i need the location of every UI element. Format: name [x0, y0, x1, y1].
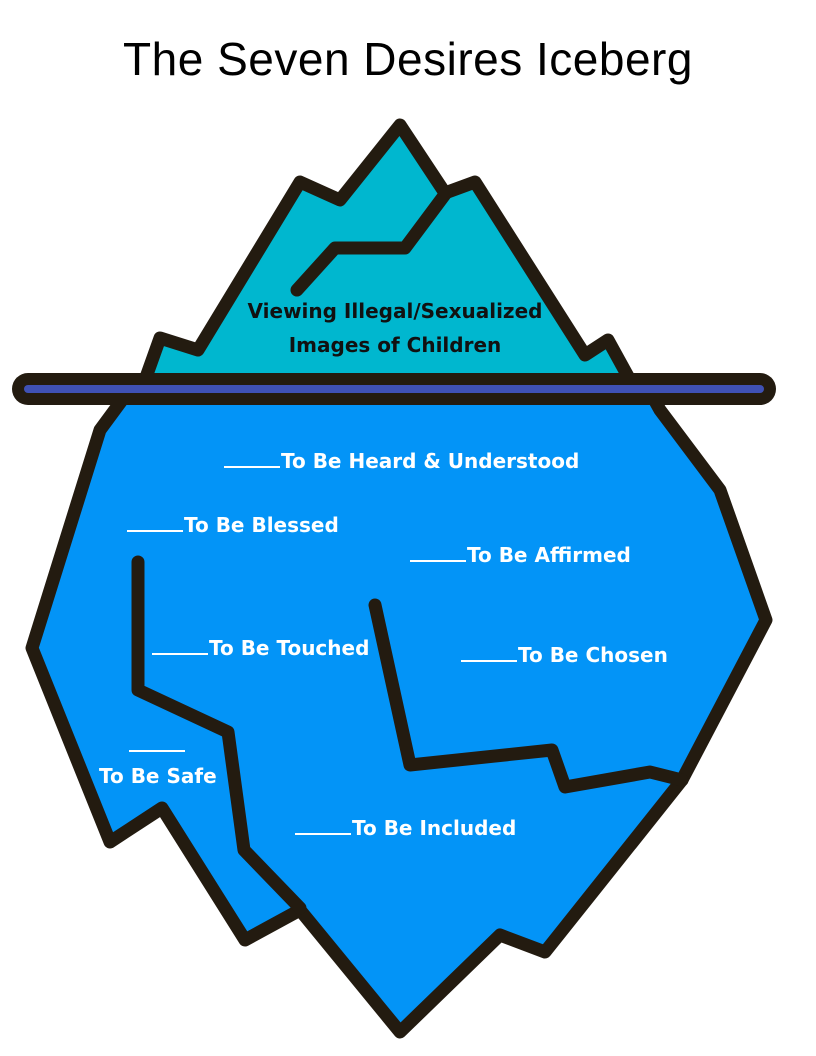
fill-in-blank[interactable] — [224, 447, 280, 468]
desire-safe: To Be Safe — [99, 764, 217, 788]
fill-in-blank[interactable] — [127, 511, 183, 532]
fill-in-blank[interactable] — [295, 814, 351, 835]
page-title: The Seven Desires Iceberg — [123, 33, 693, 85]
desire-blessed: To Be Blessed — [127, 508, 339, 542]
tip-label-line-1: Viewing Illegal/Sexualized — [247, 299, 543, 323]
desire-safe-blank-row — [129, 728, 185, 754]
desire-included: To Be Included — [295, 811, 516, 845]
desire-label: To Be Blessed — [184, 513, 339, 537]
desire-label: To Be Included — [352, 816, 517, 840]
right-crack — [368, 598, 689, 794]
fill-in-blank[interactable] — [410, 541, 466, 562]
desire-heard-understood: To Be Heard & Understood — [224, 444, 579, 478]
tip-crack — [290, 186, 453, 297]
tip-label: Viewing Illegal/Sexualized Images of Chi… — [220, 294, 570, 362]
fill-in-blank[interactable] — [129, 731, 185, 752]
desire-label: To Be Chosen — [518, 643, 668, 667]
left-crack — [131, 555, 307, 915]
desire-label: To Be Touched — [209, 636, 370, 660]
fill-in-blank[interactable] — [461, 641, 517, 662]
tip-label-line-2: Images of Children — [288, 333, 502, 357]
desire-chosen: To Be Chosen — [461, 638, 668, 672]
desire-affirmed: To Be Affirmed — [410, 538, 631, 572]
desire-label: To Be Affirmed — [467, 543, 631, 567]
fill-in-blank[interactable] — [152, 634, 208, 655]
desire-touched: To Be Touched — [152, 631, 369, 665]
desire-label: To Be Heard & Understood — [281, 449, 580, 473]
